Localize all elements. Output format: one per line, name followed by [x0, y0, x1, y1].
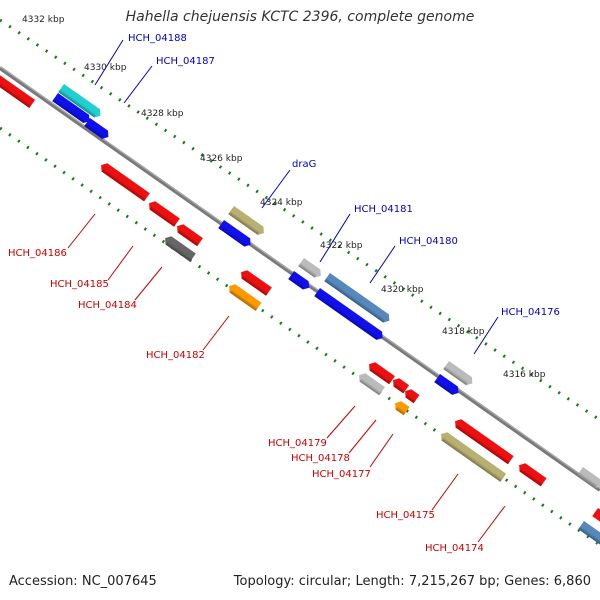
- gene-label-hch04176[interactable]: HCH_04176: [501, 307, 560, 318]
- ruler-label: 4322 kbp: [320, 241, 363, 251]
- ruler-dots-lower: [0, 126, 600, 547]
- gene-arrow-hch04186[interactable]: [98, 161, 150, 202]
- accession-label: Accession:: [9, 574, 78, 589]
- gene-arrow-hch04177[interactable]: [392, 399, 410, 416]
- gene-arrow-hch04176[interactable]: [443, 361, 475, 388]
- gene-arrow-blue[interactable]: [288, 271, 312, 292]
- gene-label-hch04187[interactable]: HCH_04187: [156, 56, 215, 67]
- genome-title: Hahella chejuensis KCTC 2396, complete g…: [125, 9, 475, 25]
- gene-label-hch04182[interactable]: HCH_04182: [146, 350, 205, 361]
- gene-arrow-blue[interactable]: [218, 220, 253, 249]
- gene-arrow-hch04187[interactable]: [84, 118, 111, 141]
- gene-arrow-red[interactable]: [174, 222, 203, 247]
- topology-value: circular: [298, 574, 347, 589]
- gene-arrow-hch04188[interactable]: [58, 84, 103, 120]
- gene-arrow-blue[interactable]: [52, 93, 92, 125]
- ruler-label: 4316 kbp: [503, 370, 546, 380]
- ruler-label: 4318 kbp: [442, 327, 485, 337]
- gene-arrow-red[interactable]: [516, 461, 547, 487]
- genes: [0, 66, 600, 547]
- gene-arrow-red-edge[interactable]: [0, 66, 36, 109]
- ruler-label: 4326 kbp: [200, 154, 243, 164]
- gene-arrow-steel-edge[interactable]: [578, 521, 600, 547]
- gene-label-hch04174[interactable]: HCH_04174: [425, 543, 484, 554]
- gene-arrow-hch04181[interactable]: [324, 273, 392, 325]
- gene-arrow-blue[interactable]: [434, 374, 461, 397]
- gene-arrow-hch04182[interactable]: [226, 282, 262, 311]
- gene-label-hch04181[interactable]: HCH_04181: [354, 204, 413, 215]
- ruler-label: 4324 kbp: [260, 198, 303, 208]
- gene-arrow-gray[interactable]: [577, 467, 600, 490]
- genes-value: 6,860: [553, 574, 591, 589]
- gene-labels-reverse: HCH_04186 HCH_04185 HCH_04184 HCH_04182 …: [8, 248, 484, 554]
- genome-stats: Topology: circular; Length: 7,215,267 bp…: [233, 574, 591, 589]
- gene-label-hch04179[interactable]: HCH_04179: [268, 438, 327, 449]
- gene-arrow-hch04185[interactable]: [146, 199, 180, 227]
- gene-arrow-drag[interactable]: [228, 206, 266, 237]
- gene-arrow-hch04180[interactable]: [314, 288, 385, 342]
- gene-arrow-hch04184[interactable]: [162, 234, 196, 262]
- gene-label-drag[interactable]: draG: [292, 159, 316, 170]
- gene-label-hch04188[interactable]: HCH_04188: [128, 33, 187, 44]
- label-leaders-forward: [94, 39, 499, 355]
- gene-arrow-hch04178[interactable]: [390, 376, 410, 394]
- gene-label-hch04178[interactable]: HCH_04178: [291, 453, 350, 464]
- accession-value: NC_007645: [81, 574, 157, 589]
- gene-labels-forward: HCH_04188 HCH_04187 draG HCH_04181 HCH_0…: [128, 33, 560, 318]
- accession-info: Accession: NC_007645: [9, 574, 157, 589]
- gene-arrow-red[interactable]: [238, 268, 272, 296]
- gene-label-hch04177[interactable]: HCH_04177: [312, 469, 371, 480]
- gene-arrow-hch04175[interactable]: [438, 430, 507, 482]
- gene-arrow-red-edge[interactable]: [592, 508, 600, 528]
- ruler-label: 4332 kbp: [22, 15, 65, 25]
- gene-arrow-red-small[interactable]: [402, 387, 420, 404]
- gene-label-hch04184[interactable]: HCH_04184: [78, 300, 137, 311]
- gene-label-hch04180[interactable]: HCH_04180: [399, 236, 458, 247]
- topology-label: Topology:: [233, 574, 295, 589]
- gene-label-hch04175[interactable]: HCH_04175: [376, 510, 435, 521]
- gene-label-hch04185[interactable]: HCH_04185: [50, 279, 109, 290]
- gene-arrow-hch04174[interactable]: [452, 417, 514, 465]
- ruler-label: 4320 kbp: [381, 285, 424, 295]
- gene-label-hch04186[interactable]: HCH_04186: [8, 248, 67, 259]
- gene-arrow-red[interactable]: [366, 360, 395, 385]
- gene-arrow-hch04179[interactable]: [356, 371, 385, 396]
- length-value: 7,215,267 bp: [408, 574, 496, 589]
- genes-label: Genes:: [504, 574, 550, 589]
- ruler-label: 4328 kbp: [141, 109, 184, 119]
- gene-arrow-gray[interactable]: [298, 258, 323, 280]
- label-leaders-reverse: [67, 213, 506, 543]
- length-label: Length:: [355, 574, 405, 589]
